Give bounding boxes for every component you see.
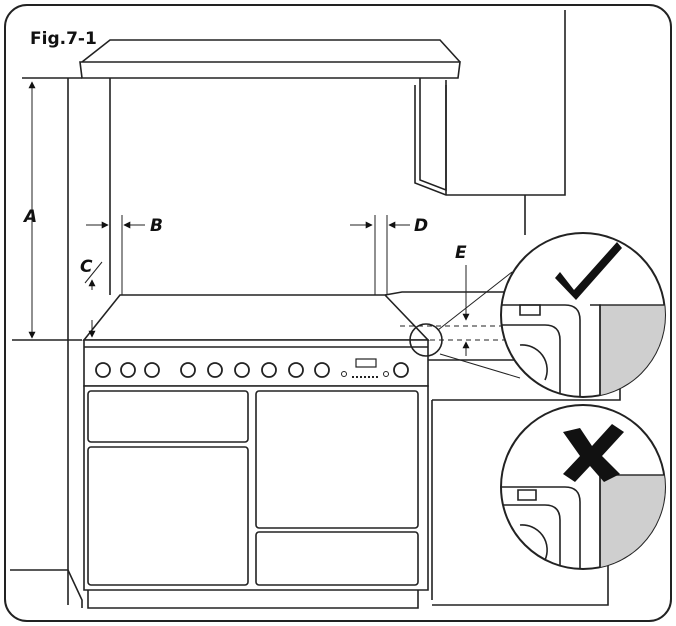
knob-5: [207, 362, 223, 378]
control-knobs: [95, 362, 409, 378]
left-upper-door: [87, 390, 249, 443]
checkmark-icon: [555, 242, 622, 300]
knob-7: [261, 362, 277, 378]
oven-doors: [87, 390, 419, 586]
figure-title: Fig.7-1: [30, 29, 97, 49]
knob-8: [288, 362, 304, 378]
dimension-a: A: [22, 81, 37, 339]
label-a: A: [22, 207, 37, 227]
label-e: E: [455, 243, 467, 263]
dimension-d: D: [350, 215, 428, 295]
knob-9: [314, 362, 330, 378]
knob-4: [180, 362, 196, 378]
knob-2: [120, 362, 136, 378]
dimension-b: B: [86, 215, 163, 295]
detail-callout-circle: [409, 323, 443, 357]
cooker-top: [82, 294, 430, 341]
right-oven-door: [255, 390, 419, 529]
left-cabinet: [10, 569, 83, 608]
label-c: C: [80, 257, 93, 277]
label-d: D: [414, 216, 428, 236]
left-oven-door: [87, 446, 249, 586]
knob-6: [234, 362, 250, 378]
upper-cabinet: [414, 10, 566, 235]
label-b: B: [150, 216, 163, 236]
knob-10: [393, 362, 409, 378]
detail-incorrect: [500, 404, 666, 570]
knob-3: [144, 362, 160, 378]
clock-display: [341, 358, 389, 378]
left-wall-line: [12, 77, 82, 605]
knob-1: [95, 362, 111, 378]
right-drawer: [255, 531, 419, 586]
cross-icon: [563, 424, 624, 482]
dimension-c: C: [80, 257, 103, 338]
